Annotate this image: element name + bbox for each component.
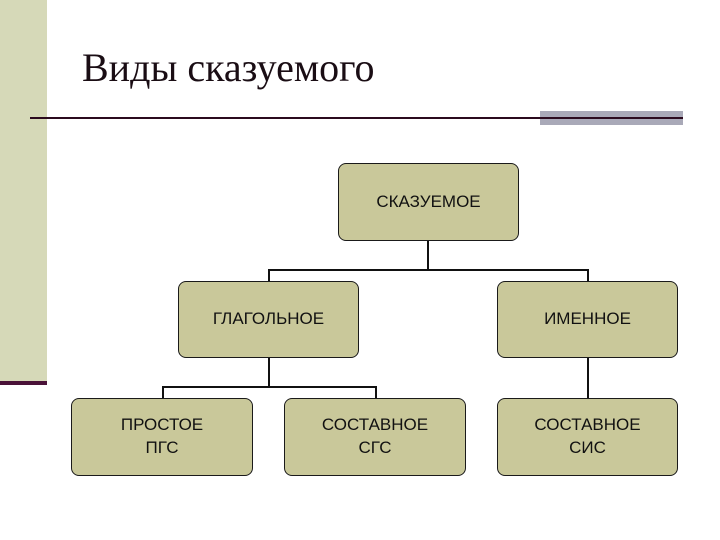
title-rule bbox=[30, 117, 540, 119]
connector-nominal-down bbox=[587, 357, 589, 398]
node-verbal: ГЛАГОЛЬНОЕ bbox=[178, 281, 359, 358]
connector-nominal-up bbox=[587, 269, 589, 281]
connector-verbal-down bbox=[268, 357, 270, 387]
node-verbal-label: ГЛАГОЛЬНОЕ bbox=[212, 309, 325, 329]
node-predicate-label: СКАЗУЕМОЕ bbox=[376, 191, 481, 211]
node-compound-verbal: СОСТАВНОЕ СГС bbox=[284, 398, 466, 476]
connector-simple-up bbox=[162, 386, 164, 398]
node-predicate: СКАЗУЕМОЕ bbox=[338, 163, 519, 241]
connector-level2-bar bbox=[162, 386, 377, 388]
connector-level1-bar bbox=[268, 269, 589, 271]
slide-title: Виды сказуемого bbox=[82, 45, 375, 90]
node-simple-label: ПРОСТОЕ ПГС bbox=[120, 415, 204, 457]
title-rule-accent-line bbox=[540, 117, 683, 119]
connector-root-down bbox=[427, 240, 429, 270]
node-compound-nominal: СОСТАВНОЕ СИС bbox=[497, 398, 678, 476]
connector-compound-verbal-up bbox=[375, 386, 377, 398]
side-underline bbox=[0, 381, 47, 385]
side-band bbox=[0, 0, 47, 382]
node-compound-verbal-label: СОСТАВНОЕ СГС bbox=[321, 415, 429, 457]
node-simple: ПРОСТОЕ ПГС bbox=[71, 398, 253, 476]
node-compound-nominal-label: СОСТАВНОЕ СИС bbox=[534, 415, 641, 457]
node-nominal: ИМЕННОЕ bbox=[497, 281, 678, 358]
connector-verbal-up bbox=[268, 269, 270, 281]
node-nominal-label: ИМЕННОЕ bbox=[544, 309, 631, 329]
